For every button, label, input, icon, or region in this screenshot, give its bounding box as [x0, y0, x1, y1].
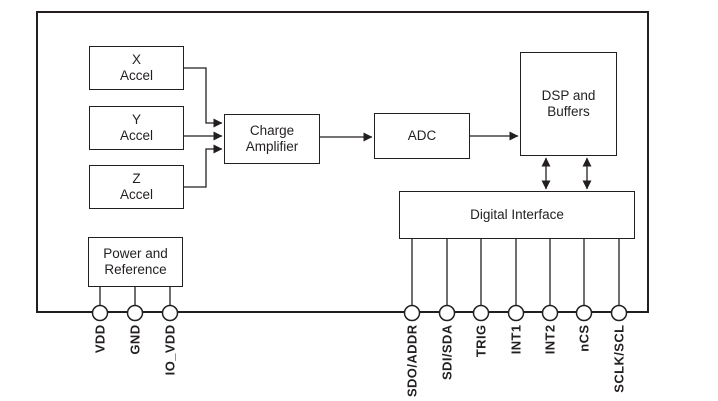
block-charge-amplifier-line2: Amplifier — [245, 139, 299, 154]
pin-label-vdd: VDD — [93, 325, 108, 354]
block-adc-line1: ADC — [407, 128, 437, 143]
pin-pad-trig — [472, 304, 490, 322]
wire-z-accel-to-charge-amplifier — [184, 144, 223, 188]
pin-label-trig: TRIG — [474, 325, 489, 358]
pin-pad-io-vdd — [161, 304, 179, 322]
block-digital-interface-line1: Digital Interface — [470, 207, 564, 222]
block-power-reference: Power and Reference — [88, 237, 183, 287]
block-power-reference-line2: Reference — [104, 262, 167, 277]
pin-pad-gnd — [126, 304, 144, 322]
block-charge-amplifier-line1: Charge — [249, 123, 295, 138]
block-dsp-buffers-line1: DSP and — [541, 88, 596, 103]
block-y-accel-line1: Y — [131, 112, 141, 127]
block-y-accel-line2: Accel — [119, 128, 153, 143]
pin-label-io-vdd: IO_VDD — [163, 325, 178, 376]
pin-label-sdi-sda: SDI/SDA — [440, 324, 455, 380]
block-dsp-buffers: DSP and Buffers — [520, 52, 617, 156]
block-dsp-buffers-line2: Buffers — [547, 104, 590, 119]
pin-pad-sclk-scl — [610, 304, 628, 322]
block-y-accel: Y Accel — [89, 106, 184, 150]
pin-pad-sdo-addr — [403, 304, 421, 322]
pin-label-int2: INT2 — [543, 325, 558, 355]
pin-label-gnd: GND — [128, 325, 143, 355]
pin-label-ncs: nCS — [577, 325, 592, 352]
pin-pad-ncs — [575, 304, 593, 322]
block-charge-amplifier: Charge Amplifier — [224, 114, 320, 164]
block-adc: ADC — [374, 113, 470, 159]
block-power-reference-line1: Power and — [103, 246, 168, 261]
block-digital-interface: Digital Interface — [399, 191, 635, 239]
block-z-accel-line1: Z — [132, 171, 141, 186]
block-x-accel: X Accel — [89, 46, 184, 90]
pin-label-int1: INT1 — [509, 325, 524, 355]
pin-pad-sdi-sda — [438, 304, 456, 322]
pin-pad-int1 — [507, 304, 525, 322]
chip-boundary-box — [36, 11, 649, 313]
pin-label-sdo-addr: SDO/ADDR — [405, 324, 420, 397]
pin-pad-vdd — [91, 304, 109, 322]
pin-label-sclk-scl: SCLK/SCL — [612, 325, 627, 393]
block-z-accel-line2: Accel — [119, 187, 153, 202]
block-x-accel-line1: X — [131, 52, 141, 67]
wire-x-accel-to-charge-amplifier — [184, 67, 223, 128]
block-z-accel: Z Accel — [89, 165, 184, 209]
block-x-accel-line2: Accel — [119, 68, 153, 83]
pin-pad-int2 — [541, 304, 559, 322]
